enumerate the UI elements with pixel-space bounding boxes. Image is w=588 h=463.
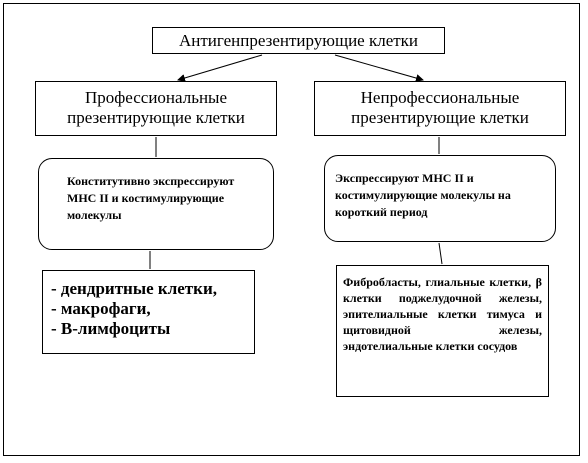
nonprofessional-examples: Фибробласты, глиальные клетки, β клетки … xyxy=(336,265,549,397)
root-label: Антигенпрезентирующие клетки xyxy=(178,31,419,50)
professional-title: Профессиональные презентирующие клетки xyxy=(67,88,245,127)
nonprofessional-node: Непрофессиональные презентирующие клетки xyxy=(314,81,566,136)
professional-note: Конститутивно экспрессируют МНС II и кос… xyxy=(38,158,274,250)
nonprofessional-title: Непрофессиональные презентирующие клетки xyxy=(351,88,529,127)
nonprofessional-note-text: Экспрессируют МНС II и костимулирующие м… xyxy=(335,171,511,219)
arrow-to-nonprofessional xyxy=(334,54,424,82)
nonprofessional-examples-text: Фибробласты, глиальные клетки, β клетки … xyxy=(343,275,542,353)
professional-node: Профессиональные презентирующие клетки xyxy=(35,81,277,136)
list-item: - дендритные клетки, xyxy=(51,279,217,298)
arrow-to-professional xyxy=(177,54,263,82)
root-node: Антигенпрезентирующие клетки xyxy=(152,27,445,54)
professional-note-text: Конститутивно экспрессируют МНС II и кос… xyxy=(67,174,235,222)
list-item: - В-лимфоциты xyxy=(51,319,171,338)
list-item: - макрофаги, xyxy=(51,299,151,318)
connector-nonprofessional-list xyxy=(438,242,443,265)
nonprofessional-note: Экспрессируют МНС II и костимулирующие м… xyxy=(324,155,556,242)
diagram-frame xyxy=(3,3,580,456)
professional-examples: - дендритные клетки, - макрофаги, - В-ли… xyxy=(42,270,255,354)
